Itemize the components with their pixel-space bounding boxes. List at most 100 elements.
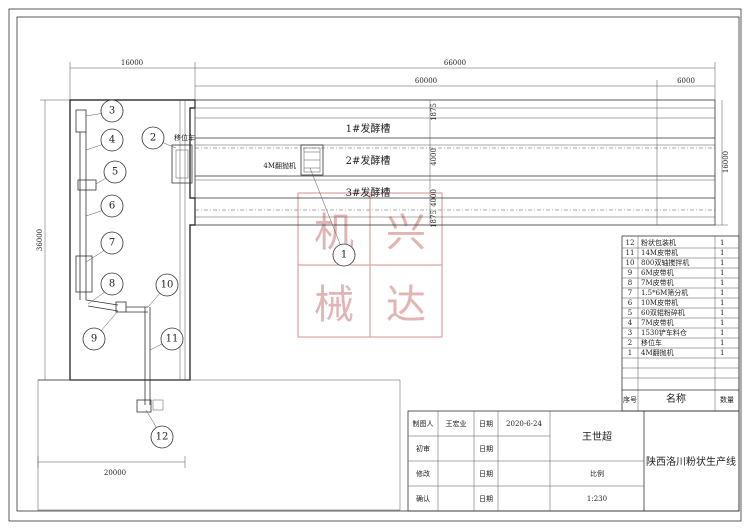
callout-2: 2 <box>141 126 165 150</box>
callout-9-number: 9 <box>91 334 97 345</box>
dim-tank-mid-2: 4000 <box>430 189 438 207</box>
dim-top-total: 66000 <box>444 59 466 67</box>
bom-row-qty: 1 <box>720 249 724 257</box>
callout-8-number: 8 <box>109 279 115 290</box>
bom-row-name: 移位车 <box>641 338 662 347</box>
watermark-char-2: 兴 <box>386 210 426 256</box>
callout-3: 3 <box>100 99 124 123</box>
bom-row-qty: 1 <box>720 309 724 317</box>
turner-label: 4M翻抛机 <box>263 161 296 170</box>
tb-revise-label: 修改 <box>416 469 430 478</box>
dim-top-left: 16000 <box>121 59 143 67</box>
transfer-car: 移位车 <box>171 133 195 184</box>
tb-designer: 王世超 <box>582 430 612 443</box>
turner-machine: 4M翻抛机 <box>263 144 324 176</box>
bom-header-no: 序号 <box>623 395 637 404</box>
bom-row-name: 7M皮带机 <box>641 278 674 287</box>
callout-6-number: 6 <box>109 201 115 212</box>
callout-5: 5 <box>103 160 127 184</box>
callout-2-number: 2 <box>150 133 156 144</box>
tank-2-label: 2#发酵槽 <box>346 154 391 167</box>
callouts: 1 2 3 4 5 6 7 8 9 10 11 12 <box>82 99 356 449</box>
outer-frame <box>8 8 742 522</box>
callout-10-number: 10 <box>161 280 174 291</box>
bom-row-name: 800双轴搅拌机 <box>641 258 689 267</box>
callout-4: 4 <box>100 128 124 152</box>
bom-row-qty: 1 <box>720 299 724 307</box>
bom-row-qty: 1 <box>720 349 724 357</box>
callout-11: 11 <box>160 327 184 351</box>
callout-4-number: 4 <box>109 135 115 146</box>
callout-7: 7 <box>100 231 124 255</box>
transfer-car-label: 移位车 <box>174 133 195 142</box>
bom-row-no: 8 <box>628 279 632 287</box>
title-block: 制图人 王宏业 日期 2020-6-24 初审 日期 修改 日期 确认 日期 王… <box>407 410 740 512</box>
callout-1: 1 <box>332 243 356 267</box>
tank-1-label: 1#发酵槽 <box>346 122 391 135</box>
bom-row-name: 10M皮带机 <box>641 298 678 307</box>
parts-list-header: 序号 名称 数量 <box>623 392 734 405</box>
bom-row-qty: 1 <box>720 319 724 327</box>
dim-left-height: 36000 <box>36 229 44 251</box>
bom-row-name: 1.5*6M筛分机 <box>641 288 688 297</box>
tb-date-label-1: 日期 <box>479 420 493 428</box>
dim-bottom-width: 20000 <box>104 469 126 477</box>
callout-11-number: 11 <box>166 334 179 345</box>
bom-row-name: 4M翻抛机 <box>641 348 674 357</box>
callout-3-number: 3 <box>109 106 115 117</box>
callout-7-number: 7 <box>109 238 115 249</box>
tb-confirm-label: 确认 <box>416 494 430 503</box>
dimension-lines: 16000 66000 60000 6000 36000 16000 20000… <box>36 59 730 477</box>
tb-drawn-label: 制图人 <box>413 419 434 428</box>
dim-top-right: 6000 <box>677 77 695 85</box>
callout-5-number: 5 <box>112 167 118 178</box>
tb-date-label-3: 日期 <box>479 470 493 478</box>
bom-row-name: 7M皮带机 <box>641 318 674 327</box>
callout-8: 8 <box>100 272 124 296</box>
bom-row-no: 2 <box>628 339 632 347</box>
bom-row-name: 14M皮带机 <box>641 248 678 257</box>
dim-right-height: 16000 <box>722 151 730 173</box>
bom-row-no: 4 <box>628 319 633 327</box>
bom-header-qty: 数量 <box>720 395 734 404</box>
callout-1-number: 1 <box>341 250 347 261</box>
tb-scale-label: 比例 <box>590 469 604 478</box>
callout-6: 6 <box>100 194 124 218</box>
bom-row-no: 12 <box>626 239 635 247</box>
bom-row-qty: 1 <box>720 259 724 267</box>
bom-row-qty: 1 <box>720 239 724 247</box>
dim-tank-mid-1: 4000 <box>430 148 438 166</box>
bom-row-no: 3 <box>628 329 632 337</box>
bom-row-no: 11 <box>626 249 635 257</box>
bom-row-no: 7 <box>628 289 632 297</box>
bom-row-qty: 1 <box>720 279 724 287</box>
fermentation-tanks: 1#发酵槽 2#发酵槽 3#发酵槽 <box>194 99 716 226</box>
bom-row-name: 60双辊粉碎机 <box>641 308 685 317</box>
bom-header-name: 名称 <box>666 392 686 405</box>
callout-9: 9 <box>82 327 106 351</box>
bom-row-qty: 1 <box>720 289 724 297</box>
tb-date-label-4: 日期 <box>479 495 493 503</box>
tb-date-label-2: 日期 <box>479 445 493 453</box>
bom-row-qty: 1 <box>720 329 724 337</box>
bom-row-no: 10 <box>626 259 635 267</box>
dim-tank-edge-top: 1875 <box>430 103 438 121</box>
bom-row-name: 粉状包装机 <box>641 238 676 247</box>
parts-list <box>621 235 740 412</box>
callout-12: 12 <box>150 425 174 449</box>
bom-row-name: 6M皮带机 <box>641 268 674 277</box>
bom-row-no: 6 <box>628 299 633 307</box>
tb-review-label: 初审 <box>416 444 430 453</box>
dim-top-tanks: 60000 <box>415 77 437 85</box>
watermark-char-3: 械 <box>314 282 354 328</box>
dim-tank-edge-bottom: 1875 <box>430 210 438 228</box>
bom-row-no: 1 <box>628 349 632 357</box>
bom-row-name: 1530铲车料仓 <box>641 328 687 337</box>
bom-row-qty: 1 <box>720 339 724 347</box>
tb-scale-value: 1:230 <box>587 495 607 503</box>
bom-row-no: 9 <box>628 269 632 277</box>
bom-row-qty: 1 <box>720 269 724 277</box>
watermark-char-4: 达 <box>386 282 426 328</box>
